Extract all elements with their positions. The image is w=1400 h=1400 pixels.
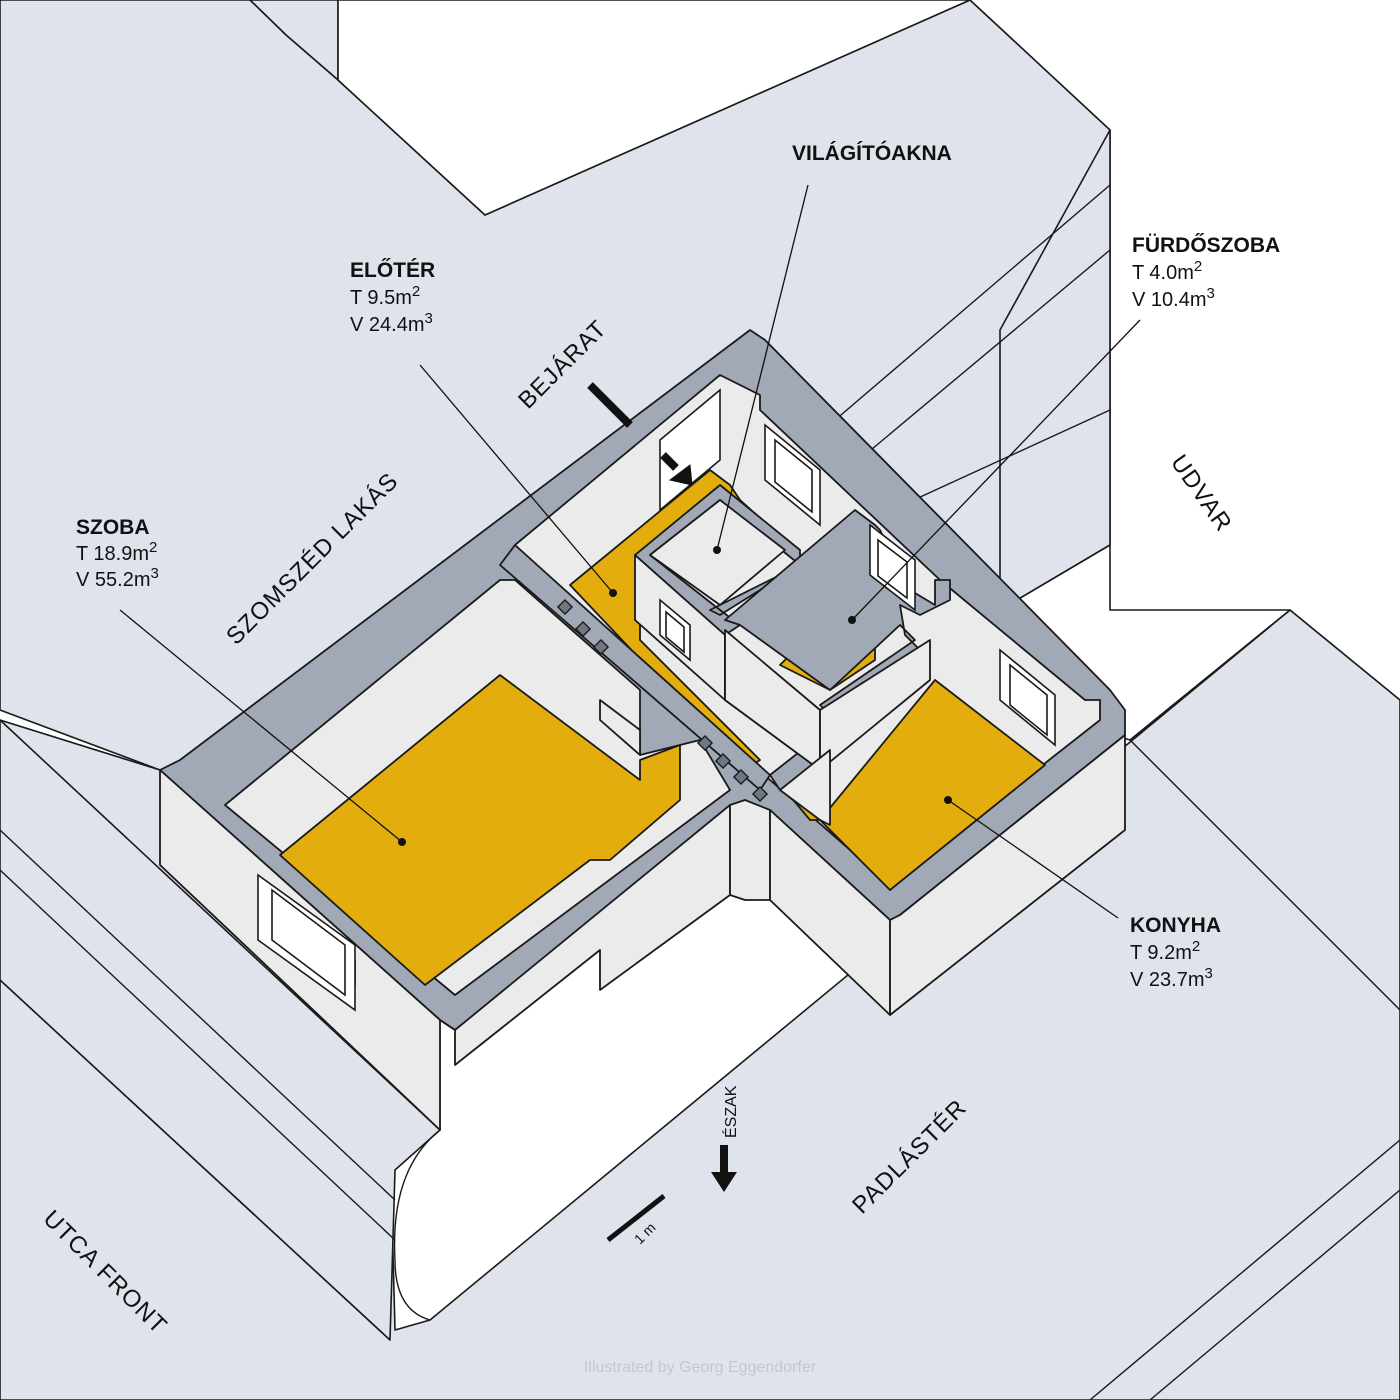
- north-arrow: ÉSZAK: [711, 1085, 740, 1192]
- dot-konyha: [944, 796, 952, 804]
- leader-konyha: [947, 799, 1119, 919]
- konyha-divider-face: [779, 749, 831, 826]
- room-name: FÜRDŐSZOBA: [1132, 234, 1280, 257]
- room-volume: V 23.7m3: [1130, 965, 1213, 991]
- room-name: KONYHA: [1130, 914, 1221, 937]
- dot-furdoszoba: [848, 616, 856, 624]
- entrance-arrow-small-shaft: [660, 452, 679, 471]
- room-volume: V 24.4m3: [350, 310, 433, 336]
- north-arrow-head-icon: [711, 1172, 737, 1192]
- lightwell-label: VILÁGÍTÓAKNA: [792, 141, 952, 165]
- courtyard-label: UDVAR: [1165, 450, 1237, 537]
- leader-szoba: [119, 609, 403, 843]
- credit: Illustrated by Georg Eggendorfer: [584, 1359, 817, 1376]
- room-label-eloter: ELŐTÉR T 9.5m2 V 24.4m3: [350, 259, 435, 336]
- room-volume: V 10.4m3: [1132, 285, 1215, 311]
- dot-szoba: [398, 838, 406, 846]
- dot-eloter: [609, 589, 617, 597]
- scale-bar-line: [606, 1194, 666, 1242]
- window-bath-inner: [877, 538, 908, 600]
- vent-marker: [732, 768, 750, 786]
- window-lightwell-inner: [665, 610, 685, 654]
- room-label-furdoszoba: FÜRDŐSZOBA T 4.0m2 V 10.4m3: [1132, 234, 1280, 311]
- exterior-face-front: [439, 804, 731, 1066]
- room-label-konyha: KONYHA T 9.2m2 V 23.7m3: [1130, 914, 1221, 991]
- window-hall-right-inner: [774, 438, 813, 514]
- leader-lightwell: [716, 184, 809, 551]
- entrance-arrow-head-icon: [668, 464, 693, 486]
- windows: [257, 388, 1056, 1012]
- entrance-arrow-shaft: [587, 382, 633, 428]
- room-name: ELŐTÉR: [350, 259, 435, 282]
- room-area: T 4.0m2: [1132, 258, 1202, 284]
- vent-marker: [592, 638, 610, 656]
- room-area: T 9.5m2: [350, 283, 420, 309]
- dot-lightwell: [713, 546, 721, 554]
- chimney-vents: [556, 598, 769, 803]
- entrance-arrows: [587, 382, 693, 486]
- room-label-szoba: SZOBA T 18.9m2 V 55.2m3: [76, 516, 159, 591]
- vent-marker: [556, 598, 574, 616]
- window-szoba: [257, 873, 356, 1012]
- window-konyha-inner: [1009, 663, 1048, 737]
- vent-marker: [574, 620, 592, 638]
- leader-eloter: [419, 364, 614, 594]
- bath-face-right: [819, 639, 931, 771]
- north-label: ÉSZAK: [721, 1085, 740, 1138]
- window-bath: [869, 523, 916, 612]
- room-name: SZOBA: [76, 516, 150, 539]
- leader-lines: [119, 184, 1141, 919]
- room-area: T 18.9m2: [76, 539, 157, 565]
- floor-konyha: [819, 679, 1046, 891]
- floor-szoba: [279, 674, 681, 986]
- window-hall-right: [764, 423, 821, 527]
- exterior-face-right2: [889, 734, 1126, 1016]
- room-volume: V 55.2m3: [76, 565, 159, 591]
- vent-marker: [751, 785, 769, 803]
- courtyard-void: [337, 0, 971, 216]
- leader-dots: [398, 546, 952, 846]
- window-szoba-inner: [271, 888, 346, 997]
- window-lightwell: [659, 598, 691, 662]
- exterior-face-mid: [729, 799, 771, 901]
- vent-marker: [714, 752, 732, 770]
- room-area: T 9.2m2: [1130, 938, 1200, 964]
- leader-furdoszoba: [851, 319, 1141, 621]
- vent-marker: [696, 734, 714, 752]
- window-konyha: [999, 648, 1056, 747]
- column-front: [599, 699, 641, 756]
